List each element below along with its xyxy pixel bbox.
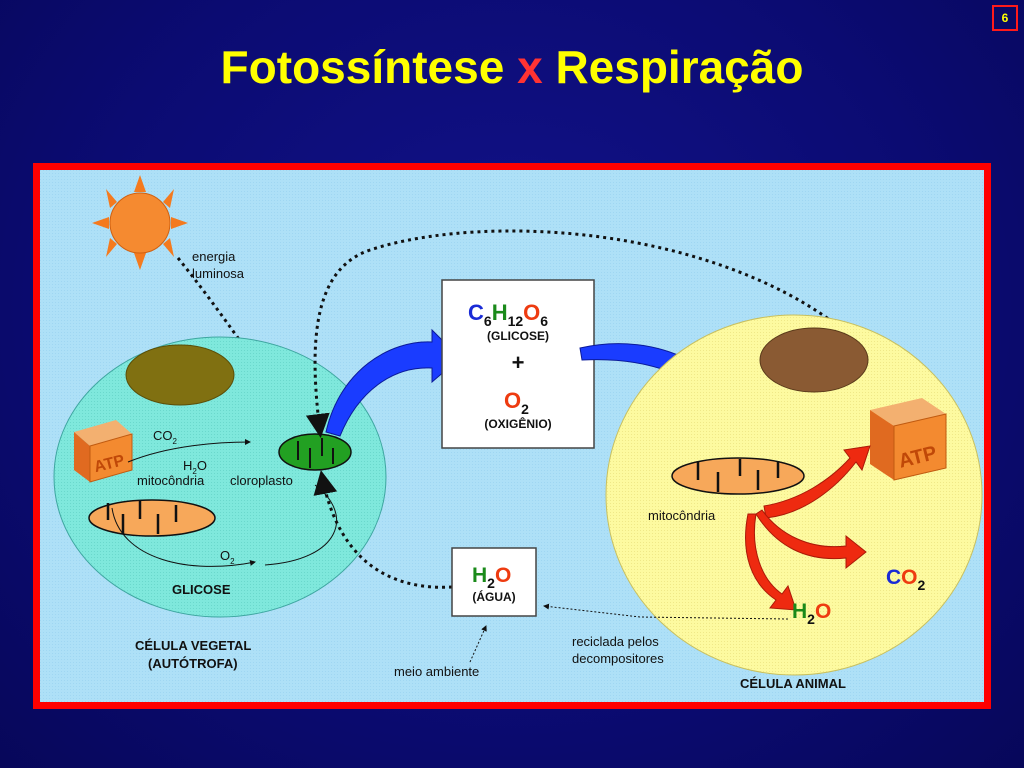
red-arrow-to-atp [763, 445, 871, 519]
plant-mitochondria [88, 499, 216, 537]
cycle-arrow-bottom [111, 507, 256, 567]
plant-caption-line2: (AUTÓTROFA) [148, 656, 238, 671]
diagram-frame: energia luminosa ATP CO2 H2O mitocôndria… [33, 163, 991, 709]
red-arrow-to-co2 [755, 509, 867, 570]
glucose-formula: C6H12O6 [468, 300, 548, 329]
recycle-arrow [543, 603, 789, 620]
plus-sign: + [512, 350, 525, 375]
water-box: H2O (ÁGUA) [451, 547, 537, 617]
page-number: 6 [992, 5, 1018, 31]
atp-block-plant: ATP [74, 420, 133, 483]
plant-glicose-label: GLICOSE [172, 582, 231, 597]
plant-nucleus [125, 344, 235, 406]
animal-nucleus [759, 327, 869, 393]
oxigenio-text: (OXIGÊNIO) [484, 416, 551, 431]
plant-co2-label: CO2 [153, 428, 178, 446]
title-x: x [517, 41, 543, 93]
plant-o2-label: O2 [220, 548, 235, 566]
glicose-text: (GLICOSE) [487, 329, 549, 343]
title-part2: Respiração [555, 41, 804, 93]
agua-text: (ÁGUA) [472, 589, 515, 604]
plant-cloroplasto-label: cloroplasto [230, 473, 293, 488]
meio-ambiente-arrow [469, 625, 487, 663]
chloroplast [278, 433, 352, 471]
co2-arrow [127, 439, 251, 463]
plant-h2o-label: H2O [183, 458, 207, 476]
sun-label-line2: luminosa [192, 266, 245, 281]
animal-caption: CÉLULA ANIMAL [740, 676, 846, 691]
sun-icon [92, 175, 188, 270]
reciclada-label-line1: reciclada pelos [572, 634, 659, 649]
reciclada-label-line2: decompositores [572, 651, 664, 666]
title-part1: Fotossíntese [220, 41, 505, 93]
animal-h2o-label: H2O [792, 600, 831, 627]
oxygen-formula: O2 [504, 388, 529, 417]
photosynthesis-respiration-diagram: energia luminosa ATP CO2 H2O mitocôndria… [40, 170, 984, 702]
animal-co2-label: CO2 [886, 566, 926, 593]
sun-label-line1: energia [192, 249, 236, 264]
glucose-oxygen-box: C6H12O6 (GLICOSE) + O2 (OXIGÊNIO) [441, 279, 595, 449]
page-title: Fotossíntese x Respiração [0, 40, 1024, 94]
plant-mitocondria-label: mitocôndria [137, 473, 205, 488]
water-formula: H2O [472, 564, 511, 591]
atp-block-animal: ATP [870, 398, 947, 481]
red-arrow-to-h2o [745, 513, 797, 611]
plant-caption-line1: CÉLULA VEGETAL [135, 638, 251, 653]
animal-mitocondria-label: mitocôndria [648, 508, 716, 523]
animal-cell [605, 314, 983, 676]
meio-ambiente-label: meio ambiente [394, 664, 479, 679]
animal-mitochondria [671, 457, 805, 495]
